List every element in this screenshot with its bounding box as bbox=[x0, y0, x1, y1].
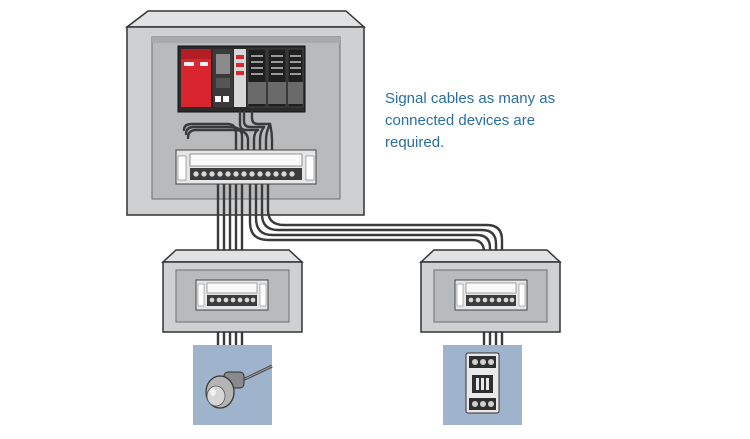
proximity-sensor-icon bbox=[205, 364, 273, 409]
caption-line-3: required. bbox=[385, 134, 445, 151]
field-junction-box-left bbox=[161, 249, 304, 333]
signal-cable-caption: Signal cables as many as connected devic… bbox=[385, 88, 615, 154]
plc-icon bbox=[177, 45, 306, 113]
signal-cable-bundle-right bbox=[248, 184, 504, 350]
terminal-block-icon bbox=[175, 149, 317, 185]
caption-line-1: Signal cables as many as bbox=[385, 90, 556, 107]
terminal-block-icon bbox=[195, 279, 269, 311]
caption-line-2: connected devices are bbox=[385, 112, 536, 129]
terminal-block-icon bbox=[454, 279, 528, 311]
plc-cable-bundle bbox=[182, 110, 274, 154]
magnetic-contactor-icon bbox=[465, 352, 500, 414]
